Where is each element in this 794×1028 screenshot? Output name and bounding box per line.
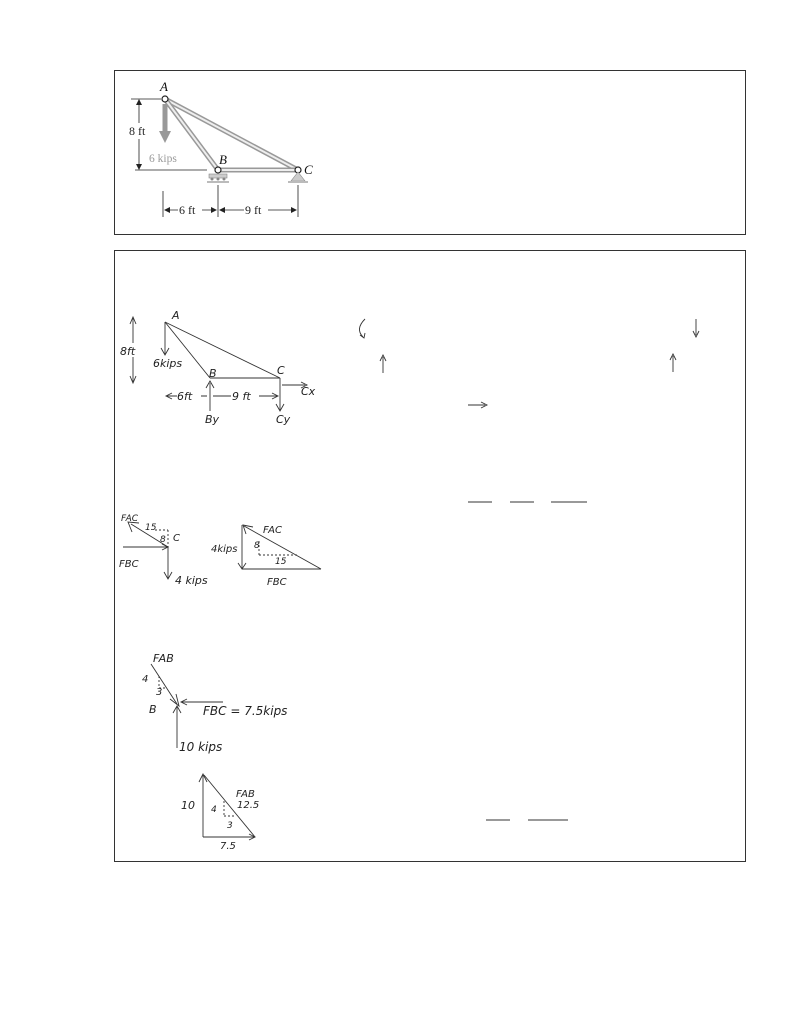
label-a: A — [159, 79, 168, 94]
equation-marks — [359, 318, 700, 821]
fbd-by: By — [205, 413, 220, 426]
tb-slope-h: 3 — [227, 821, 233, 831]
tb-horizontal: 7.5 — [220, 841, 236, 852]
jc-slope-h: 15 — [145, 523, 157, 533]
fbd-cy: Cy — [276, 413, 291, 426]
joint-a — [161, 95, 169, 103]
joint-b-fbd — [150, 663, 223, 748]
force-triangle-b — [198, 772, 257, 841]
jb-joint: B — [149, 703, 157, 716]
solution-sketches: A B C 8ft 6kips 6ft 9 ft By Cy Cx — [119, 309, 700, 852]
jb-fab: FAB — [153, 652, 174, 665]
jc-slope-v: 8 — [160, 535, 166, 545]
jb-slope-v: 4 — [142, 674, 148, 685]
fbd-cx: Cx — [301, 385, 316, 398]
label-c: C — [304, 162, 313, 177]
tb-slope-v: 4 — [211, 805, 217, 815]
solution-panel: A B C 8ft 6kips 6ft 9 ft By Cy Cx — [114, 250, 746, 862]
jb-slope-h: 3 — [156, 687, 162, 698]
pin-support-c — [288, 171, 308, 183]
fbd-label-c: C — [277, 364, 285, 377]
tc-fbc: FBC — [267, 577, 287, 588]
tb-vertical: 10 — [181, 799, 195, 812]
fbd-dim-left: 6ft — [177, 390, 193, 403]
fbd-load: 6kips — [153, 357, 182, 370]
jc-fbc: FBC — [119, 559, 139, 570]
fbd-dim-right: 9 ft — [232, 390, 251, 403]
jb-fbc: FBC = 7.5kips — [203, 704, 287, 718]
load-label: 6 kips — [149, 153, 177, 165]
moment-icon — [359, 318, 366, 338]
tb-fab-value: 12.5 — [237, 800, 259, 811]
jc-fac: FAC — [121, 514, 139, 524]
tb-fab: FAB — [236, 789, 255, 800]
height-label: 8 ft — [129, 124, 146, 138]
jc-joint: C — [173, 533, 180, 544]
tc-slope-h: 15 — [275, 557, 287, 567]
roller-support-b — [207, 173, 229, 183]
tc-slope-v: 8 — [254, 541, 260, 551]
jb-reaction: 10 kips — [179, 740, 222, 754]
dim-left: 6 ft — [179, 203, 196, 217]
tc-vertical: 4kips — [211, 544, 238, 555]
fbd-label-b: B — [209, 367, 217, 380]
dim-right: 9 ft — [245, 203, 262, 217]
truss-figure: 8 ft 6 kips A B C 6 ft 9 ft — [127, 79, 313, 217]
fbd-height: 8ft — [120, 345, 136, 358]
problem-figure-panel: 8 ft 6 kips A B C 6 ft 9 ft — [114, 70, 746, 235]
label-b: B — [219, 152, 227, 167]
fbd-label-a: A — [171, 309, 180, 322]
force-triangle-c — [237, 524, 322, 570]
tc-fac: FAC — [263, 525, 282, 536]
jc-load: 4 kips — [175, 574, 208, 587]
joint-c-fbd — [123, 521, 173, 580]
joint-b — [214, 166, 222, 174]
